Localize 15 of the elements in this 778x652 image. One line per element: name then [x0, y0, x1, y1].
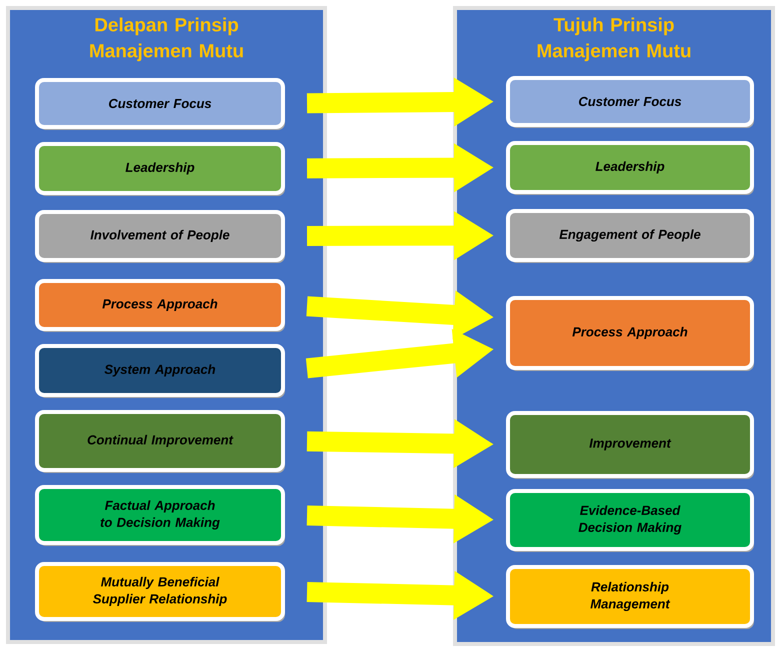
principle-box: System Approach: [35, 344, 285, 398]
principle-box: Leadership: [35, 142, 285, 196]
principle-box: Factual Approach to Decision Making: [35, 485, 285, 546]
principle-box: Relationship Management: [506, 565, 754, 629]
principle-box: Engagement of People: [506, 209, 754, 263]
principle-box: Leadership: [506, 141, 754, 195]
principle-box: Evidence-Based Decision Making: [506, 489, 754, 552]
principle-box: Customer Focus: [35, 78, 285, 130]
principle-box: Process Approach: [506, 296, 754, 371]
principle-box: Continual Improvement: [35, 410, 285, 473]
principle-box: Mutually Beneficial Supplier Relationship: [35, 562, 285, 622]
principle-box: Process Approach: [35, 279, 285, 332]
principle-box: Customer Focus: [506, 76, 754, 128]
principle-box: Improvement: [506, 411, 754, 479]
principle-box: Involvement of People: [35, 210, 285, 263]
